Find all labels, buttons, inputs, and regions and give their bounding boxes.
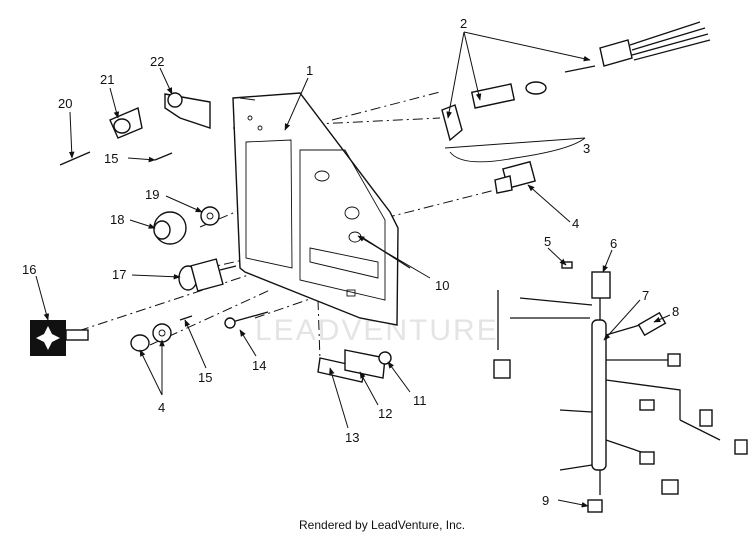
callout-16: 16 <box>22 262 36 277</box>
wiring-harness-part-7 <box>493 261 748 513</box>
screw-part-14 <box>224 311 269 329</box>
callout-21: 21 <box>100 72 114 87</box>
callout-10: 10 <box>435 278 449 293</box>
bulb-part-20 <box>59 151 91 166</box>
bracket-part-12 <box>317 349 392 383</box>
toggle-switch-part-4 <box>494 160 536 194</box>
lamp-bracket-part-22 <box>164 92 211 129</box>
footer-credit: Rendered by LeadVenture, Inc. <box>299 518 465 532</box>
leader-lines <box>35 31 671 508</box>
callout-8: 8 <box>672 304 679 319</box>
knurled-nut-part-18 <box>153 211 187 245</box>
callout-11: 11 <box>413 393 427 408</box>
callout-3: 3 <box>583 141 590 156</box>
callout-4-nuts: 4 <box>158 400 165 415</box>
callout-13: 13 <box>345 430 359 445</box>
connector-assembly-part-3 <box>441 21 711 163</box>
callout-15-upper: 15 <box>104 151 118 166</box>
washer-part-19 <box>200 206 220 226</box>
callout-22: 22 <box>150 54 164 69</box>
lamp-socket-part-21 <box>109 107 143 139</box>
callout-7: 7 <box>642 288 649 303</box>
lock-nut-part-4 <box>130 323 172 352</box>
callout-labels: 1 2 3 4 5 6 7 8 9 10 11 12 13 14 15 15 1… <box>22 16 679 508</box>
callout-5: 5 <box>544 234 551 249</box>
callout-15-lower: 15 <box>198 370 212 385</box>
callout-9: 9 <box>542 493 549 508</box>
callout-12: 12 <box>378 406 392 421</box>
callout-17: 17 <box>112 267 126 282</box>
callout-19: 19 <box>145 187 159 202</box>
callout-4-switch: 4 <box>572 216 579 231</box>
callout-14: 14 <box>252 358 266 373</box>
callout-6: 6 <box>610 236 617 251</box>
callout-20: 20 <box>58 96 72 111</box>
ignition-key-part-16 <box>30 320 89 356</box>
callout-2: 2 <box>460 16 467 31</box>
ignition-switch-part-17 <box>178 258 237 292</box>
callout-1: 1 <box>306 63 313 78</box>
dash-panel-part-1 <box>232 92 399 326</box>
callout-18: 18 <box>110 212 124 227</box>
screw-part-15 <box>154 152 193 321</box>
